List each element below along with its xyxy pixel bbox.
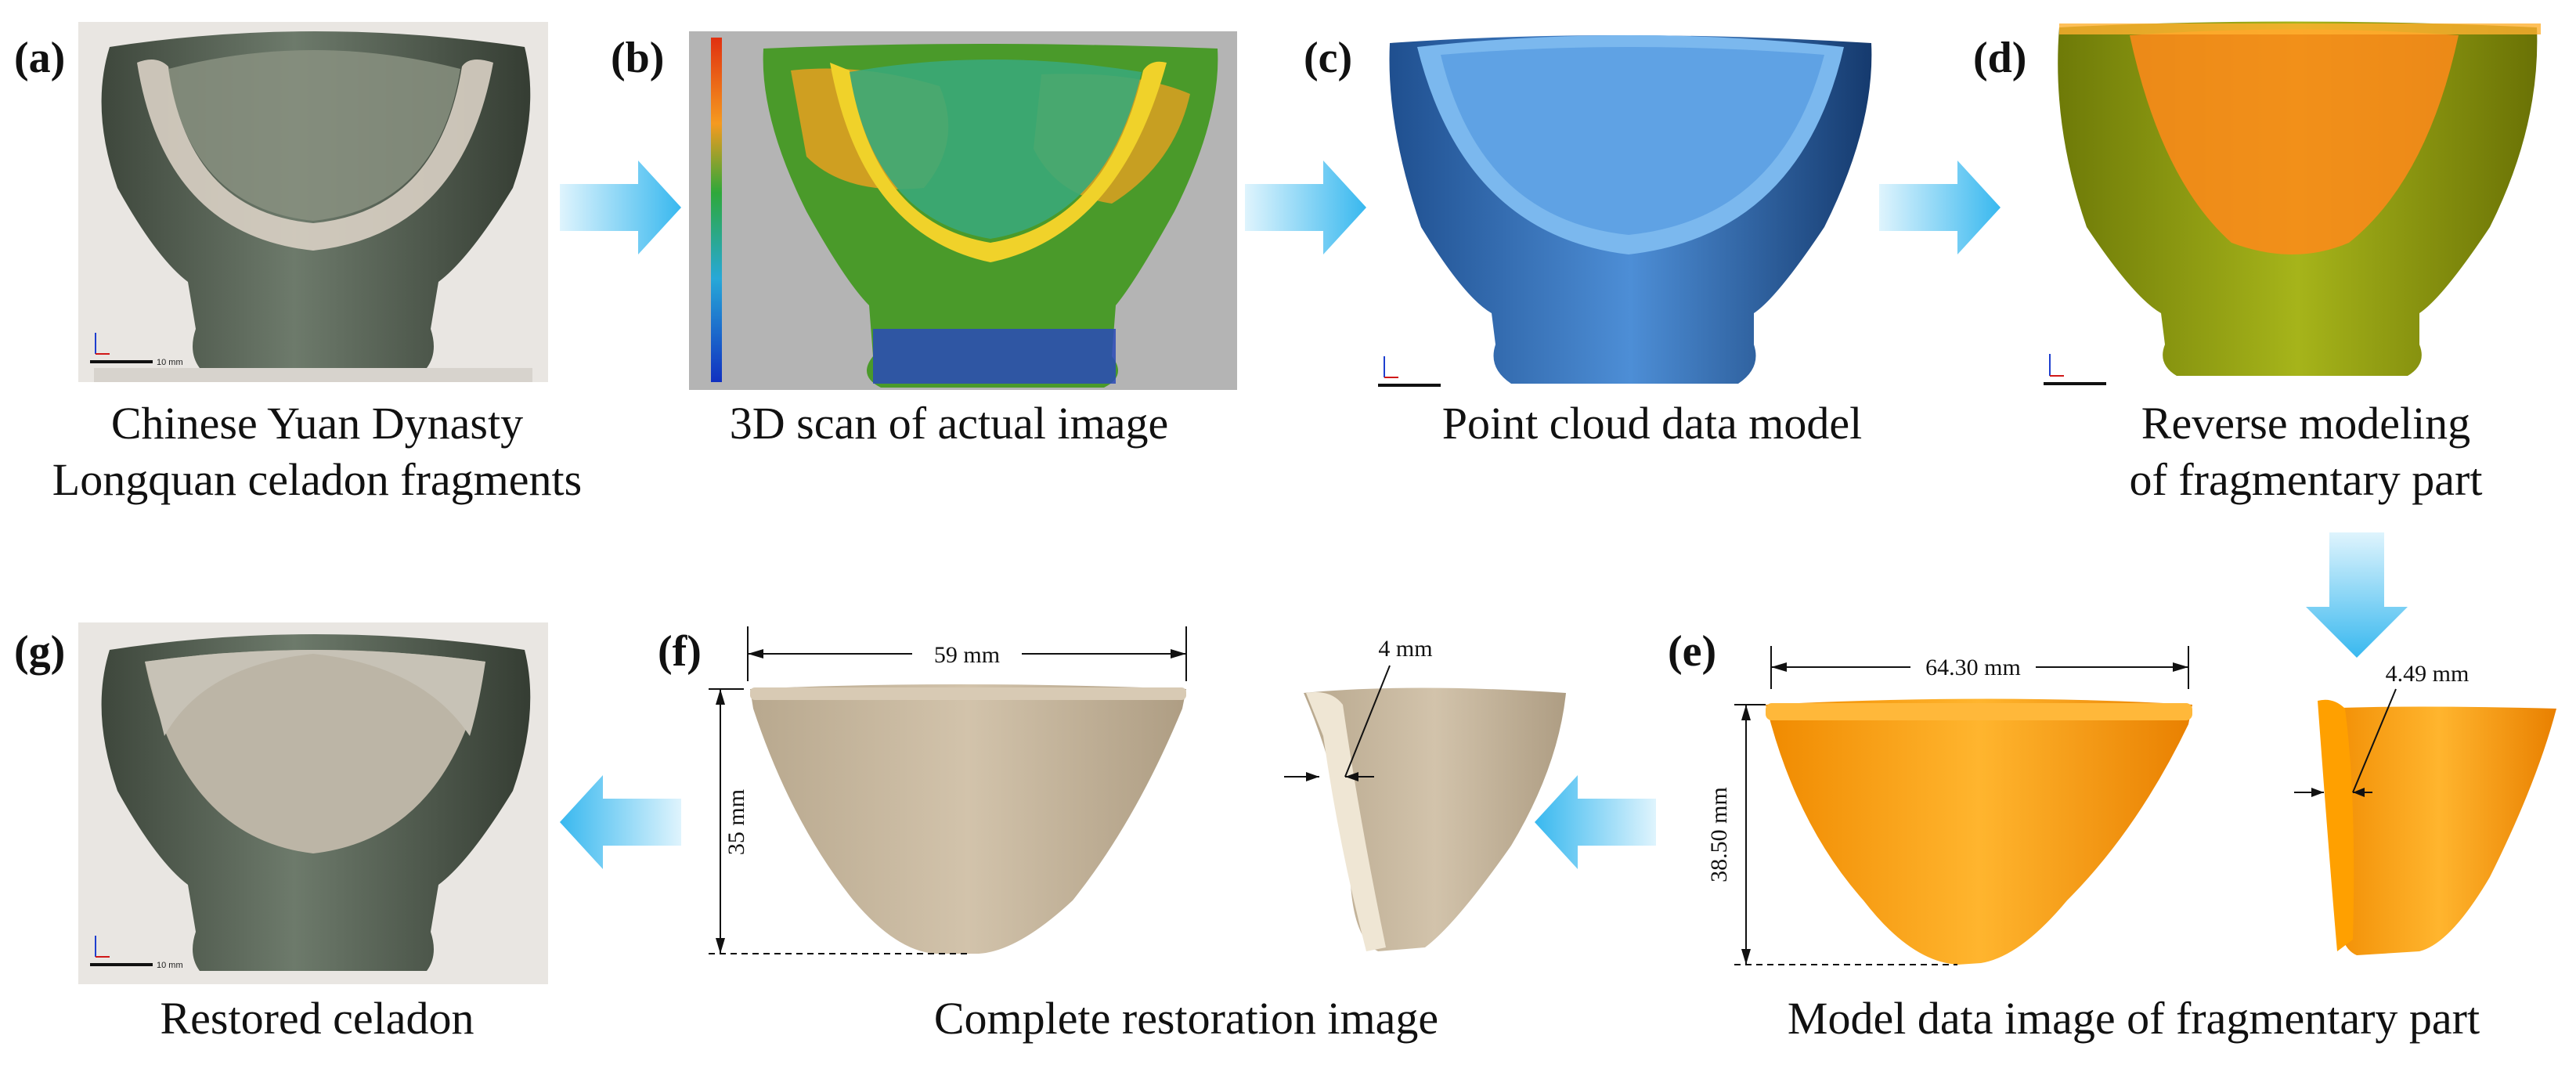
scale-bar (2044, 354, 2106, 385)
arrow-c-to-d (1879, 161, 2001, 254)
width-dimension: 64.30 mm (1770, 646, 2189, 689)
arrow-d-to-e (2306, 532, 2408, 658)
scale-bar: 10 mm (90, 936, 183, 970)
thickness-dimension-label: 4.49 mm (2386, 661, 2470, 687)
panel-c-label: (c) (1304, 34, 1352, 82)
color-scale-legend (711, 38, 722, 382)
arrow-b-to-c (1245, 161, 1366, 254)
panel-b: (b) 3D scan of actual image (611, 31, 1237, 449)
panel-a: (a) 10 mm Chinese Yuan Dynasty Longquan … (14, 22, 582, 505)
panel-a-caption-line-1: Chinese Yuan Dynasty (111, 398, 523, 449)
panel-a-caption-line-2: Longquan celadon fragments (52, 454, 582, 505)
arrow-f-to-g (560, 775, 681, 869)
scale-bar: 10 mm (90, 333, 183, 367)
panel-e-label: (e) (1668, 627, 1716, 676)
panel-g-label: (g) (14, 627, 65, 676)
fragment-model-side: 4.49 mm (2294, 661, 2556, 955)
panel-d-caption-line-2: of fragmentary part (2130, 454, 2483, 505)
panel-g-caption-line-1: Restored celadon (160, 993, 474, 1044)
reverse-model (2044, 21, 2541, 385)
height-dimension-label: 38.50 mm (1706, 787, 1732, 882)
thickness-dimension-label: 4 mm (1378, 636, 1432, 662)
width-dimension: 59 mm (747, 626, 1187, 681)
panel-c: (c) Point cloud data model (1304, 34, 1872, 449)
width-dimension-label: 64.30 mm (1925, 655, 2021, 680)
panel-b-label: (b) (611, 34, 664, 82)
scale-bar-label: 10 mm (157, 358, 183, 367)
restoration-front (750, 684, 1186, 954)
panel-d-label: (d) (1973, 34, 2026, 82)
panel-a-label: (a) (14, 34, 65, 82)
point-cloud-model (1378, 35, 1872, 387)
width-dimension-label: 59 mm (934, 642, 1000, 668)
panel-e: (e) 64.30 mm 38.50 mm (1668, 627, 2556, 1044)
3d-scan-heatmap (689, 31, 1237, 390)
panel-b-caption-line-1: 3D scan of actual image (730, 398, 1168, 449)
restored-celadon-photo: 10 mm (78, 622, 548, 984)
height-dimension: 38.50 mm (1706, 704, 1957, 965)
panel-d: (d) Reverse modeling of fragmentary part (1973, 21, 2541, 505)
height-dimension: 35 mm (709, 688, 967, 954)
height-dimension-label: 35 mm (723, 789, 749, 855)
celadon-fragment-photo: 10 mm (78, 22, 548, 382)
arrow-e-to-f (1535, 775, 1656, 869)
scale-bar (1378, 356, 1441, 387)
panel-c-caption-line-1: Point cloud data model (1442, 398, 1862, 449)
arrow-a-to-b (560, 161, 681, 254)
panel-f-label: (f) (658, 627, 702, 676)
panel-g: (g) 10 mm Restored celadon (14, 622, 548, 1044)
panel-d-caption-line-1: Reverse modeling (2141, 398, 2470, 449)
fragment-model-front (1766, 698, 2192, 965)
scale-bar-label: 10 mm (157, 961, 183, 970)
panel-e-caption-line-1: Model data image of fragmentary part (1788, 993, 2480, 1044)
panel-f: (f) 59 mm 35 mm (658, 626, 1566, 1044)
restoration-side: 4 mm (1284, 636, 1566, 951)
panel-f-caption-line-1: Complete restoration image (934, 993, 1438, 1044)
